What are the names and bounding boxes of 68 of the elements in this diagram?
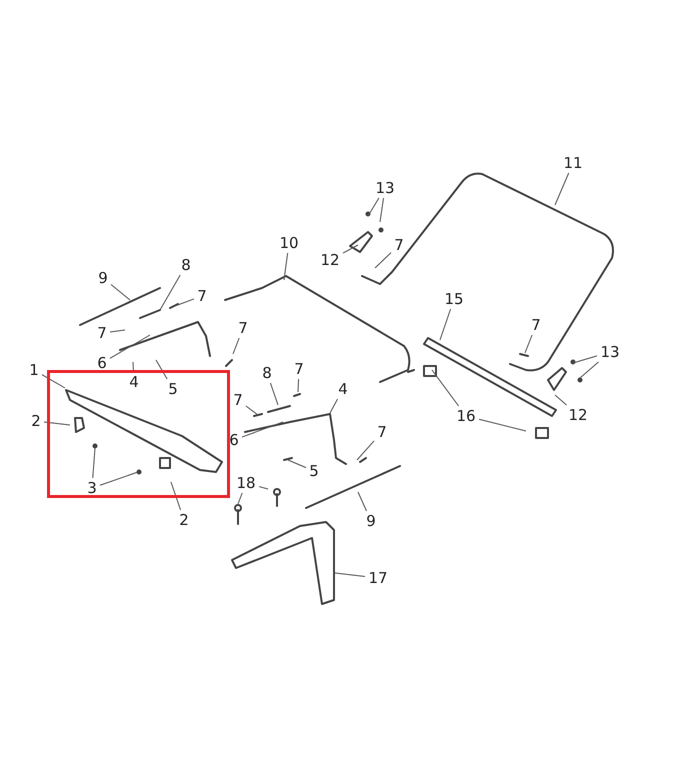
leader-line: [132, 362, 134, 372]
leader-line: [572, 355, 598, 364]
callout-number: 2: [31, 412, 41, 430]
leader-line: [330, 398, 338, 414]
callout-number: 5: [309, 462, 319, 480]
leader-line: [92, 448, 96, 478]
callout-number: 7: [531, 316, 541, 334]
leader-line: [432, 370, 460, 406]
highlight-frame: [47, 370, 230, 498]
leader-line: [334, 572, 366, 577]
leader-line: [288, 460, 306, 468]
callout-number: 12: [320, 251, 340, 269]
leader-line: [170, 482, 182, 510]
callout-number: 7: [233, 391, 243, 409]
leader-line: [374, 252, 392, 268]
leader-line: [380, 198, 384, 222]
callout-number: 7: [294, 360, 304, 378]
callout-number: 7: [377, 423, 387, 441]
callout-number: 3: [87, 479, 97, 497]
leader-line: [580, 362, 599, 378]
callout-number: 5: [168, 380, 178, 398]
leader-line: [174, 298, 194, 306]
callout-number: 9: [98, 269, 108, 287]
leader-line: [284, 252, 288, 280]
callout-number: 18: [236, 474, 256, 492]
callout-number: 10: [279, 234, 299, 252]
callout-number: 6: [229, 431, 239, 449]
leader-line: [554, 394, 567, 406]
leader-line: [342, 244, 358, 254]
callout-number: 4: [129, 373, 139, 391]
leader-line: [160, 274, 181, 310]
leader-line: [298, 378, 300, 392]
leader-line: [110, 284, 130, 300]
callout-number: 7: [394, 236, 404, 254]
leader-line: [242, 422, 284, 438]
callout-number: 17: [368, 569, 388, 587]
leader-line: [440, 308, 452, 340]
callout-number: 13: [375, 179, 395, 197]
callout-number: 4: [338, 380, 348, 398]
leader-line: [554, 172, 570, 206]
leader-line: [156, 360, 168, 380]
callout-number: 9: [366, 512, 376, 530]
callout-number: 12: [568, 406, 588, 424]
leader-line: [358, 492, 368, 512]
leader-line: [258, 486, 268, 490]
leader-line: [246, 406, 258, 416]
callout-number: 8: [262, 364, 272, 382]
callout-number: 6: [97, 354, 107, 372]
leader-line: [238, 492, 243, 504]
callout-number: 8: [181, 256, 191, 274]
leader-line: [368, 198, 380, 216]
leader-line: [270, 382, 278, 406]
callout-number: 7: [97, 324, 107, 342]
callout-number: 2: [179, 511, 189, 529]
callout-number: 11: [563, 154, 583, 172]
leader-line: [110, 330, 126, 332]
callout-number: 7: [238, 319, 248, 337]
leader-line: [524, 334, 533, 354]
callout-number: 1: [29, 361, 39, 379]
leader-line: [110, 334, 150, 359]
leader-line: [100, 472, 138, 486]
leader-line: [478, 418, 526, 432]
callout-number: 7: [197, 287, 207, 305]
callout-number: 15: [444, 290, 464, 308]
callout-number: 13: [600, 343, 620, 361]
callout-number: 16: [456, 407, 476, 425]
leader-line: [232, 338, 240, 354]
leader-line: [356, 440, 374, 460]
